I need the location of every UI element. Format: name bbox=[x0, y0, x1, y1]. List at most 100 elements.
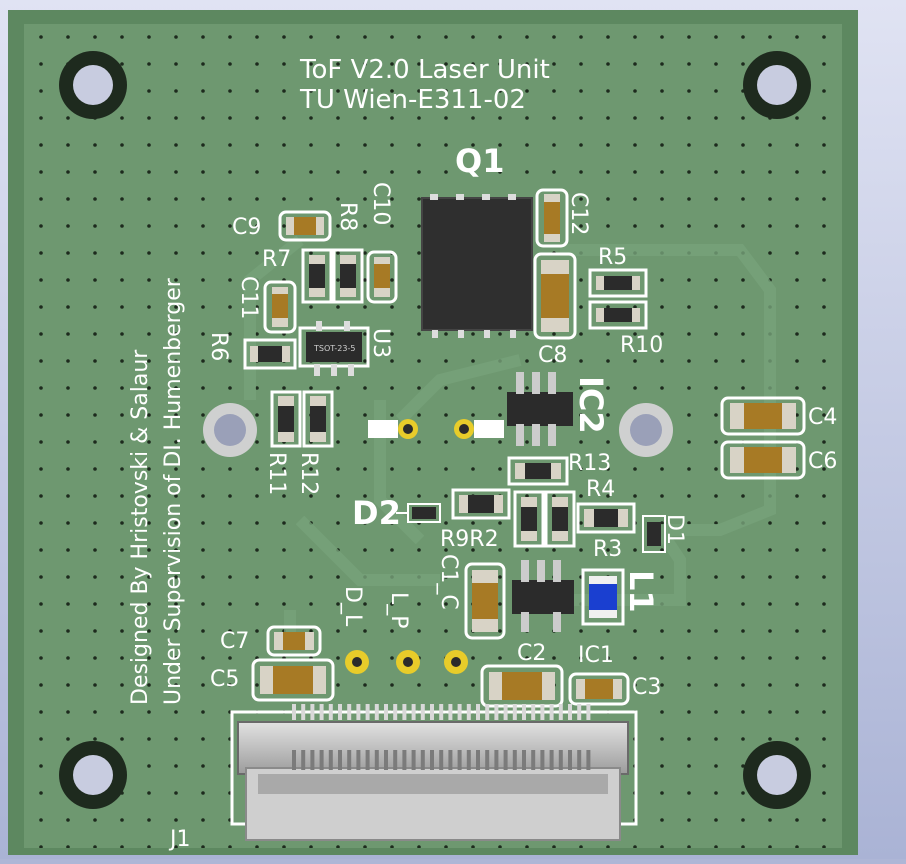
label-q1: Q1 bbox=[455, 142, 504, 180]
connector-contact bbox=[466, 750, 471, 770]
connector-pin bbox=[522, 704, 526, 720]
connector-pin bbox=[319, 704, 324, 720]
connector-contact bbox=[568, 750, 572, 770]
connector-contact bbox=[512, 750, 517, 770]
c1-capacitor bbox=[464, 562, 506, 640]
connector-contact bbox=[319, 750, 324, 770]
testpoint-c bbox=[444, 650, 468, 674]
r4-resistor bbox=[576, 502, 636, 534]
label-c9: C9 bbox=[232, 215, 261, 240]
label-c6: C6 bbox=[808, 449, 837, 474]
r6-resistor bbox=[243, 338, 297, 370]
ic2-chip bbox=[507, 372, 573, 446]
connector-contact bbox=[558, 750, 563, 770]
c3-capacitor bbox=[568, 672, 630, 706]
connector-contact bbox=[522, 750, 526, 770]
connector-contact bbox=[374, 750, 379, 770]
connector-contact bbox=[365, 750, 370, 770]
connector-contact bbox=[457, 750, 462, 770]
connector-contact bbox=[448, 750, 453, 770]
connector-contact bbox=[411, 750, 416, 770]
c10-capacitor bbox=[366, 250, 398, 304]
c12-capacitor bbox=[535, 188, 569, 248]
label-c7: C7 bbox=[220, 629, 249, 654]
q1-mosfet bbox=[421, 194, 533, 338]
connector-pin bbox=[494, 704, 499, 720]
testpoint-d-l bbox=[345, 650, 369, 674]
c8-capacitor bbox=[533, 252, 577, 340]
r7-resistor bbox=[301, 248, 333, 304]
connector-pin bbox=[466, 704, 471, 720]
mounting-hole-bottom-left bbox=[59, 741, 127, 809]
c2-capacitor bbox=[480, 664, 564, 708]
d1-diode bbox=[642, 515, 666, 553]
c6-capacitor bbox=[720, 440, 806, 480]
connector-contact bbox=[476, 750, 480, 770]
r13-resistor bbox=[507, 456, 569, 486]
board-title-line2: TU Wien-E311-02 bbox=[299, 85, 526, 115]
d2-diode bbox=[396, 503, 441, 523]
label-c8: C8 bbox=[538, 343, 567, 368]
u3-marking: TSOT-23-5 bbox=[313, 344, 355, 353]
mounting-hole-bottom-right bbox=[743, 741, 811, 809]
r9-resistor bbox=[451, 488, 511, 520]
label-r11: R11 bbox=[264, 452, 289, 495]
connector-contact bbox=[301, 750, 306, 770]
connector-pin bbox=[430, 704, 434, 720]
c7-capacitor bbox=[266, 625, 322, 657]
ic1-chip bbox=[512, 560, 574, 632]
connector-pin bbox=[568, 704, 572, 720]
label-c4: C4 bbox=[808, 405, 837, 430]
laser-pad-right bbox=[454, 419, 504, 439]
label-u3: U3 bbox=[368, 328, 393, 358]
mounting-hole-mid-left bbox=[203, 403, 257, 457]
u3-regulator: TSOT-23-5 bbox=[298, 321, 370, 376]
connector-contact bbox=[439, 750, 444, 770]
label-r5: R5 bbox=[598, 245, 627, 270]
r11-resistor bbox=[270, 390, 302, 448]
connector-contact bbox=[347, 750, 352, 770]
connector-pin bbox=[540, 704, 545, 720]
credit-line2: Under Supervision of DI. Humenberger bbox=[161, 277, 186, 705]
connector-pin bbox=[531, 704, 536, 720]
connector-pin bbox=[476, 704, 480, 720]
connector-pin bbox=[577, 704, 582, 720]
credit-line1: Designed By Hristovski & Salaur bbox=[128, 349, 153, 705]
label-c1-c: C1_C bbox=[436, 554, 461, 610]
r2-resistor bbox=[513, 490, 545, 548]
label-r10: R10 bbox=[620, 333, 663, 358]
label-r3: R3 bbox=[593, 537, 622, 562]
label-c5: C5 bbox=[210, 667, 239, 692]
label-c3: C3 bbox=[632, 675, 661, 700]
connector-pin bbox=[384, 704, 388, 720]
connector-pin bbox=[448, 704, 453, 720]
label-c2: C2 bbox=[517, 641, 546, 666]
c4-capacitor bbox=[720, 396, 806, 436]
connector-pin bbox=[503, 704, 508, 720]
connector-contact bbox=[494, 750, 499, 770]
mounting-hole-top-right bbox=[743, 51, 811, 119]
r5-resistor bbox=[588, 268, 648, 298]
label-c12: C12 bbox=[566, 192, 591, 235]
label-r6: R6 bbox=[206, 332, 231, 361]
j1-fpc-connector bbox=[230, 704, 638, 841]
label-l1: L1 bbox=[622, 570, 660, 613]
label-d1: D1 bbox=[662, 514, 687, 545]
connector-contact bbox=[292, 750, 296, 770]
connector-pin bbox=[338, 704, 342, 720]
connector-pin bbox=[485, 704, 490, 720]
connector-pin bbox=[586, 704, 591, 720]
connector-pin bbox=[420, 704, 425, 720]
c5-capacitor bbox=[251, 658, 335, 702]
label-r8: R8 bbox=[335, 202, 360, 231]
connector-contact bbox=[310, 750, 315, 770]
connector-pin bbox=[301, 704, 306, 720]
testpoint-l-p bbox=[396, 650, 420, 674]
connector-contact bbox=[503, 750, 508, 770]
mounting-hole-top-left bbox=[59, 51, 127, 119]
connector-contact bbox=[485, 750, 490, 770]
label-r12: R12 bbox=[296, 452, 321, 495]
connector-pin bbox=[457, 704, 462, 720]
